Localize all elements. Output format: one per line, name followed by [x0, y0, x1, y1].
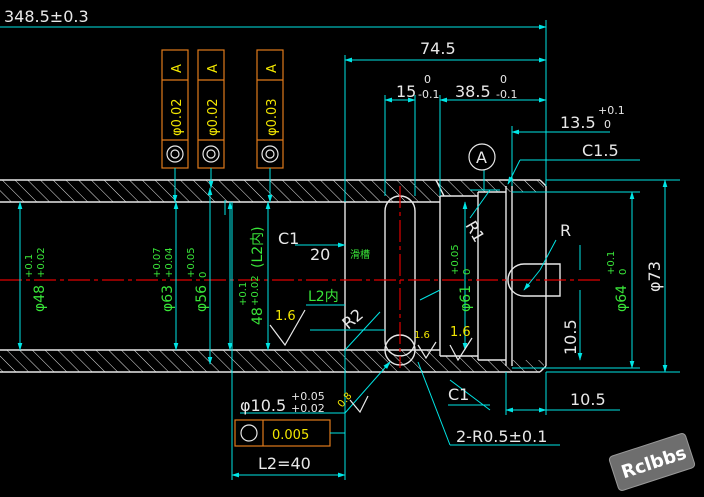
- dim-overall-length: 348.5±0.3: [4, 7, 89, 26]
- chamfer-c1-left: C1: [278, 229, 299, 248]
- dim-slot-width-lower: -0.1: [418, 88, 439, 101]
- dim-10-5-vertical: 10.5: [561, 319, 580, 355]
- bottom-frame-value: 0.005: [272, 428, 309, 443]
- l2-inner-label: L2内: [308, 289, 339, 305]
- concentricity-symbols: [166, 145, 279, 442]
- dim-38-5-lower: -0.1: [496, 88, 517, 101]
- dim-d48: φ48: [32, 285, 48, 312]
- ra-label-2: 1.6: [414, 330, 430, 341]
- ra-label-1: 1.6: [275, 309, 296, 324]
- dim-d63: φ63: [160, 285, 176, 312]
- center-lines: [0, 186, 600, 368]
- dim-74-5: 74.5: [420, 39, 456, 58]
- gdt-leaders: [172, 168, 345, 434]
- dim-slot-width: 15: [396, 82, 416, 101]
- datum-a-label: A: [476, 148, 487, 167]
- dim-slot-width-upper: 0: [424, 73, 431, 86]
- dim-d64: φ64: [614, 285, 630, 312]
- dim-10-5-horizontal: 10.5: [570, 390, 606, 409]
- dim-d10-5: φ10.5: [240, 396, 286, 415]
- dim-d63-lower: +0.04: [164, 247, 175, 278]
- dim-d56-lower: 0: [198, 272, 209, 278]
- dim-d48-l2-note: (L2内): [250, 226, 266, 268]
- dim-d73: φ73: [645, 261, 664, 292]
- surface-finish-symbols: [269, 309, 473, 414]
- dim-d48-l2: 48: [250, 307, 266, 325]
- dimension-lines: [0, 20, 680, 480]
- dim-13-5-lower: 0: [604, 118, 611, 131]
- dim-l2: L2=40: [258, 454, 311, 473]
- radius-r1: R1: [462, 218, 489, 246]
- dim-d48-l2-upper: +0.1: [238, 282, 249, 306]
- tol-frame-1-datum: A: [170, 64, 185, 73]
- dim-d48-upper: +0.1: [24, 254, 35, 278]
- tol-frame-1-value: φ0.02: [170, 98, 185, 136]
- dim-d10-5-upper: +0.05: [291, 390, 325, 403]
- ra-label-3: 1.6: [450, 325, 471, 340]
- dim-13-5-upper: +0.1: [598, 104, 625, 117]
- dim-d64-lower: 0: [618, 269, 629, 275]
- dim-d10-5-lower: +0.02: [291, 402, 325, 415]
- radius-r2: R2: [338, 305, 367, 333]
- dim-d61-lower: 0: [462, 269, 473, 275]
- dim-38-5-upper: 0: [500, 73, 507, 86]
- dim-d61-upper: +0.05: [450, 244, 461, 275]
- dim-d48-lower: +0.02: [36, 247, 47, 278]
- watermark-stamp: Rclbbs: [608, 433, 696, 491]
- slot-note: 滑槽: [350, 248, 370, 261]
- dim-d64-upper: +0.1: [606, 251, 617, 275]
- tol-frame-3-value: φ0.03: [265, 98, 280, 136]
- dim-d63-upper: +0.07: [152, 247, 163, 278]
- dim-13-5: 13.5: [560, 113, 596, 132]
- chamfer-c1-5: C1.5: [582, 141, 619, 160]
- hatched-walls: [0, 180, 544, 372]
- dim-d56-upper: +0.05: [186, 247, 197, 278]
- tol-frame-3-datum: A: [265, 64, 280, 73]
- datum-bubble: [468, 143, 496, 171]
- dim-20: 20: [310, 245, 330, 264]
- radius-r: R: [560, 221, 571, 240]
- dim-d61: φ61: [458, 285, 474, 312]
- dim-d56: φ56: [194, 285, 210, 312]
- dim-38-5: 38.5: [455, 82, 491, 101]
- chamfer-c1-bottom: C1: [448, 385, 469, 404]
- ra-label-small: 0.8: [336, 391, 355, 410]
- tol-frame-2-value: φ0.02: [206, 98, 221, 136]
- tol-frame-2-datum: A: [206, 64, 221, 73]
- dim-2-r0-5: 2-R0.5±0.1: [456, 427, 547, 446]
- dim-d48-l2-lower: +0.02: [250, 275, 261, 306]
